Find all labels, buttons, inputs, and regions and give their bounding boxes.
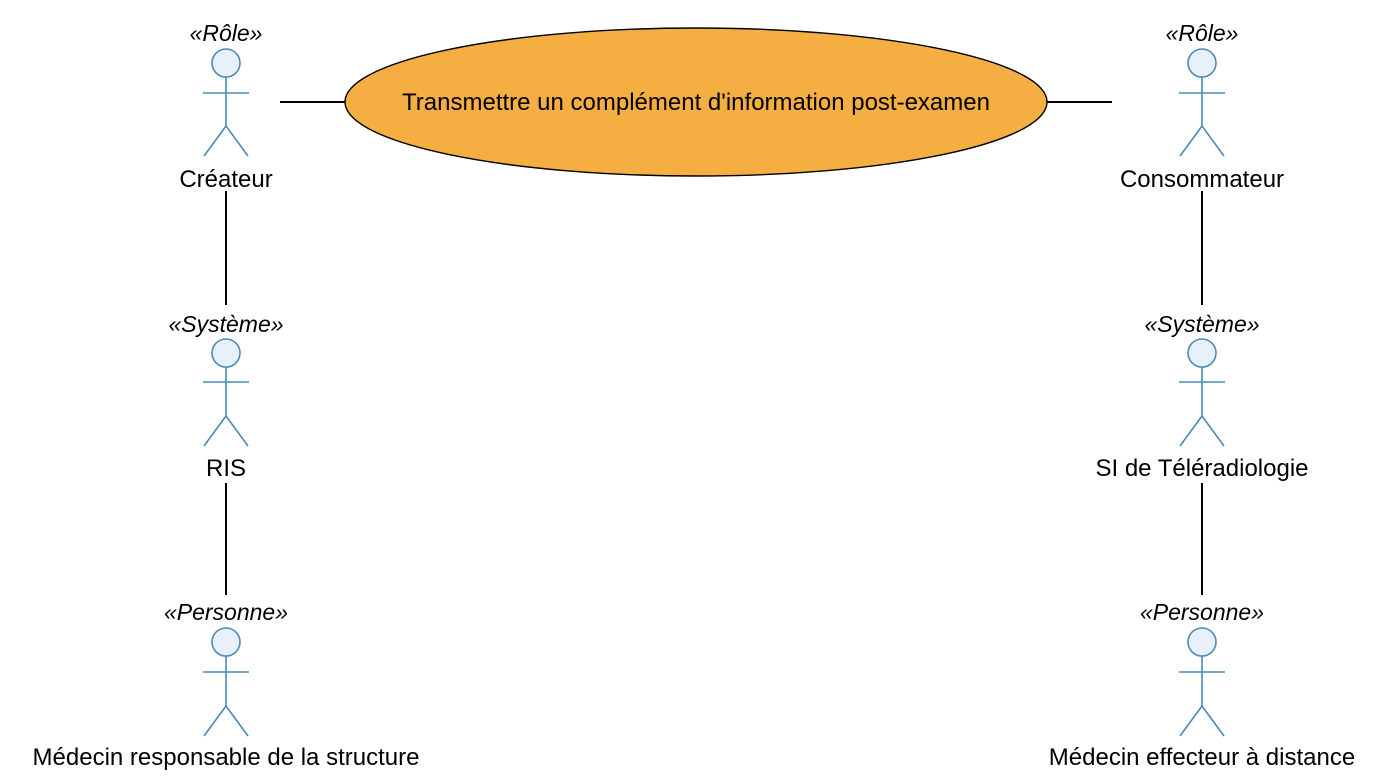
- actor-si-teleradiologie[interactable]: «Système» SI de Téléradiologie: [1095, 311, 1308, 482]
- actor-medecin-effecteur-stereotype: «Personne»: [1140, 599, 1264, 625]
- actor-medecin-responsable-name: Médecin responsable de la structure: [33, 744, 420, 771]
- actor-ris[interactable]: «Système» RIS: [168, 311, 283, 482]
- use-case-ellipse: [344, 27, 1048, 177]
- actor-consommateur-stereotype: «Rôle»: [1166, 20, 1239, 46]
- actor-medecin-responsable[interactable]: «Personne» Médecin responsable de la str…: [33, 599, 420, 771]
- actor-medecin-effecteur-name: Médecin effecteur à distance: [1049, 744, 1355, 771]
- actor-medecin-responsable-stereotype: «Personne»: [164, 599, 288, 625]
- actor-createur-stereotype: «Rôle»: [190, 20, 263, 46]
- actor-consommateur[interactable]: «Rôle» Consommateur: [1120, 20, 1284, 193]
- actor-ris-stick-figure-icon: [203, 338, 249, 447]
- use-case-label: Transmettre un complément d'information …: [402, 89, 990, 116]
- actor-si-teleradiologie-stick-figure-icon: [1179, 338, 1225, 447]
- actor-createur-stick-figure-icon: [203, 48, 249, 157]
- actor-medecin-effecteur[interactable]: «Personne» Médecin effecteur à distance: [1049, 599, 1355, 771]
- actor-createur[interactable]: «Rôle» Créateur: [179, 20, 272, 193]
- actor-createur-name: Créateur: [179, 166, 272, 193]
- actor-consommateur-name: Consommateur: [1120, 166, 1284, 193]
- actor-ris-name: RIS: [206, 455, 246, 482]
- actor-consommateur-stick-figure-icon: [1179, 48, 1225, 157]
- use-case-transmettre-complement[interactable]: Transmettre un complément d'information …: [344, 27, 1048, 177]
- actor-si-teleradiologie-name: SI de Téléradiologie: [1095, 455, 1308, 482]
- actor-ris-stereotype: «Système»: [168, 311, 283, 337]
- actor-si-teleradiologie-stereotype: «Système»: [1144, 311, 1259, 337]
- actor-medecin-responsable-stick-figure-icon: [203, 627, 249, 737]
- actor-medecin-effecteur-stick-figure-icon: [1179, 627, 1225, 737]
